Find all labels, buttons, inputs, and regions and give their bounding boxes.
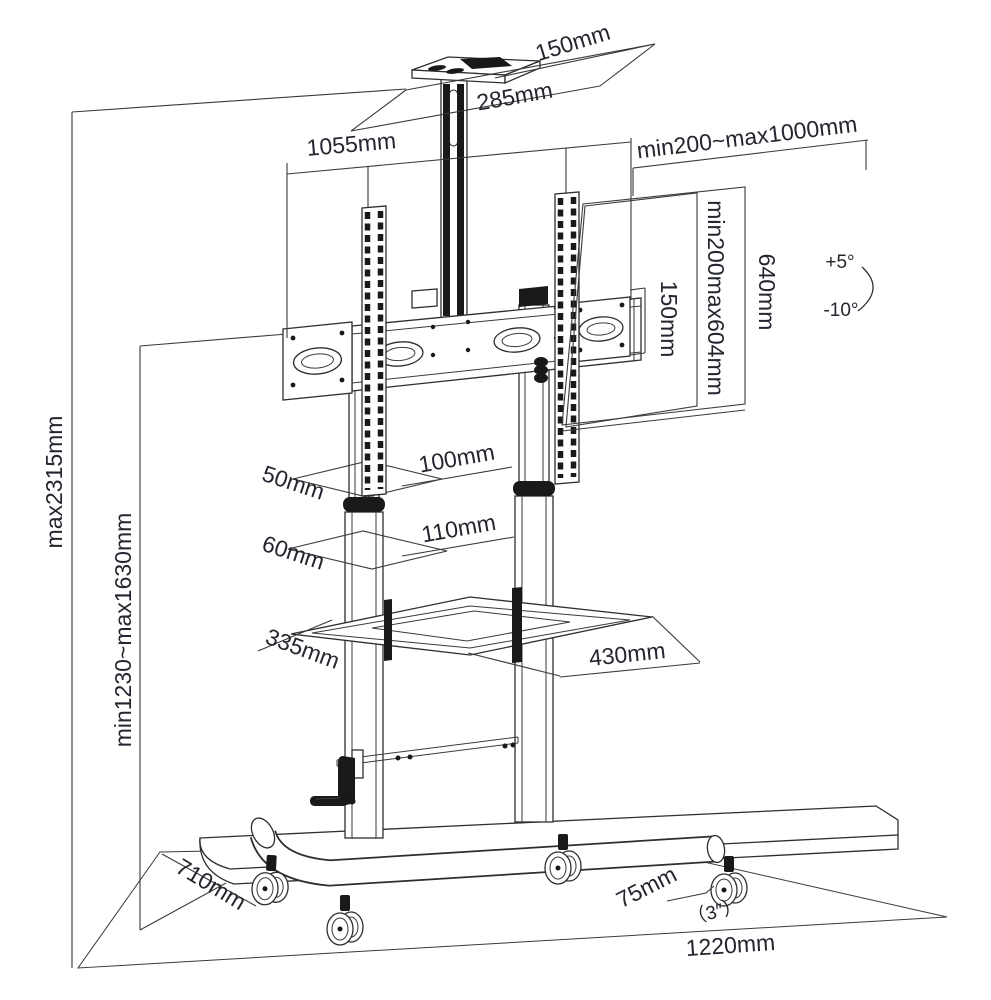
label-shelf-width: 430mm: [588, 637, 667, 671]
vesa-rail-left: [361, 205, 387, 497]
height-collar-right: [513, 481, 555, 496]
label-column-upper-depth: 50mm: [259, 460, 328, 504]
tilt-mechanism: [519, 286, 548, 307]
column-right: [513, 304, 555, 823]
height-collar-left: [343, 497, 385, 512]
label-vesa-height-range: min200max604mm: [703, 200, 729, 396]
shelf-bracket-right: [512, 587, 522, 663]
label-base-width: 1220mm: [685, 929, 776, 961]
label-tilt-down: -10°: [823, 300, 858, 321]
cross-brace: [336, 736, 519, 767]
label-mount-bar-width: 1055mm: [306, 127, 397, 161]
label-column-lower-depth: 60mm: [259, 530, 328, 574]
drop-column: [440, 76, 468, 321]
dim-panel-height-boxes: [561, 186, 746, 432]
dim-base: [161, 853, 715, 907]
dim-column-lower-section: [287, 530, 515, 570]
dim-tv-width-range: [632, 139, 869, 196]
crank-handle: [310, 749, 364, 806]
caster-front-left: [326, 894, 364, 946]
shelf-bracket-left: [384, 599, 392, 661]
label-tilt-up: +5°: [825, 252, 854, 273]
top-camera-shelf: [411, 56, 541, 84]
dim-column-upper-section: [292, 460, 513, 498]
label-max-total-height: max2315mm: [41, 416, 67, 549]
label-screen-height-range: min1230~max1630mm: [110, 513, 136, 748]
label-panel-height: 640mm: [754, 254, 780, 331]
dim-top-shelf: [350, 43, 656, 132]
tension-knob: [534, 373, 548, 383]
label-side-bracket-height: 150mm: [656, 281, 682, 358]
dim-mount-bar-width: [286, 138, 632, 338]
label-tv-width-range: min200~max1000mm: [635, 111, 858, 164]
overall-height-dimension-lines: [71, 88, 407, 968]
tilt-angle-arc: [857, 266, 874, 312]
media-shelf: [290, 587, 653, 663]
vesa-rail-right: [554, 191, 580, 485]
label-caster-diameter: 75mm: [612, 861, 681, 913]
dim-shelf: [257, 615, 701, 678]
mount-bracket-left: [282, 321, 353, 401]
front-leg-tube: [249, 817, 726, 887]
